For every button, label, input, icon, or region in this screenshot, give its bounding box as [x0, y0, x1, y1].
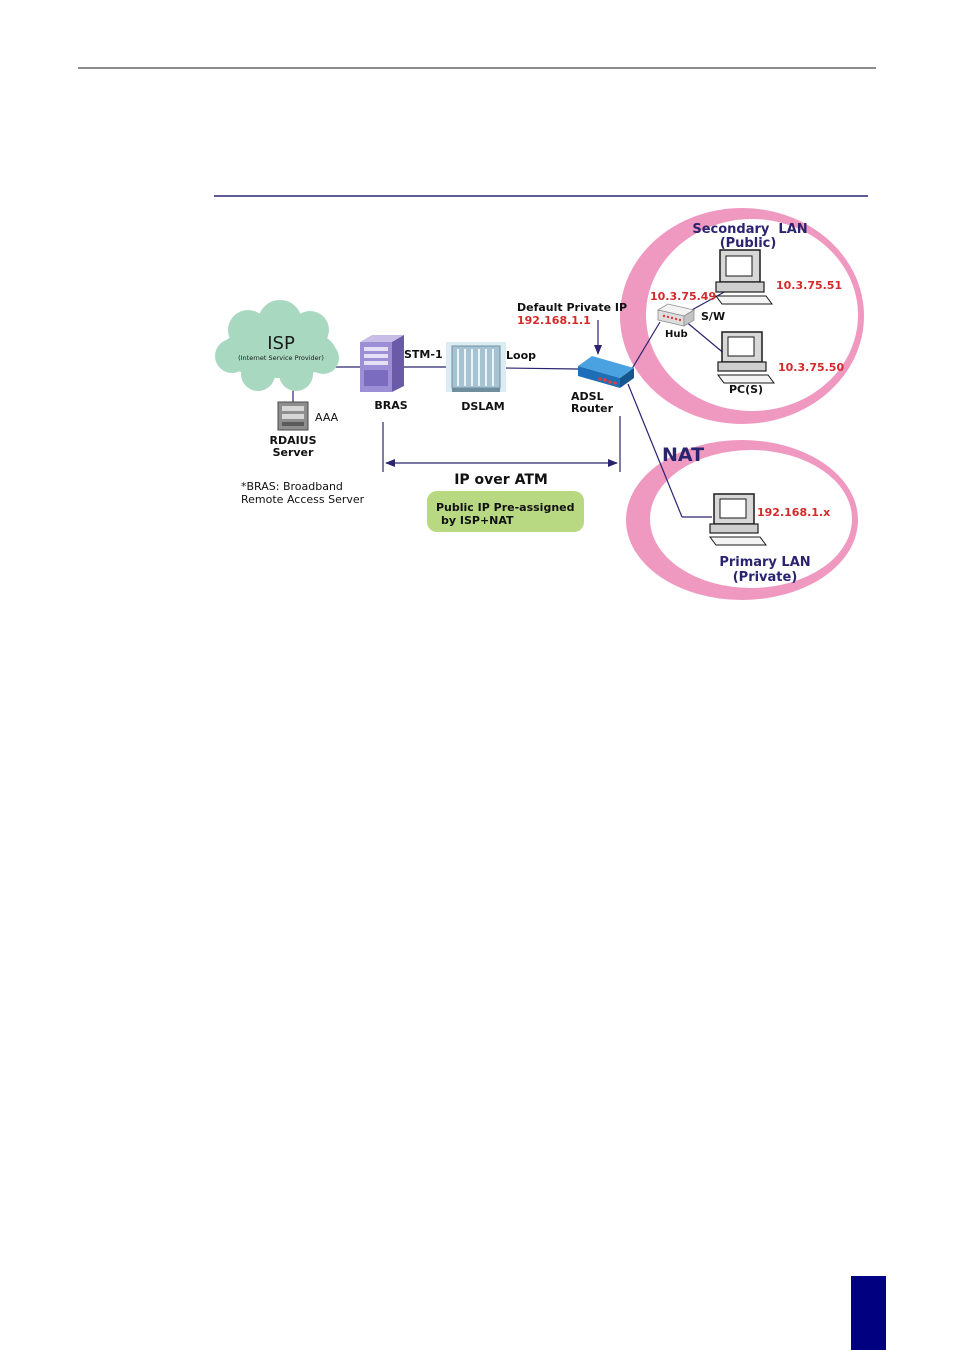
- pc-icon-public-2: [717, 331, 775, 384]
- public-ip-badge-line1: Public IP Pre-assigned: [436, 501, 574, 514]
- bras-footnote-line2: Remote Access Server: [241, 493, 365, 506]
- default-private-ip-value: 192.168.1.1: [517, 314, 591, 327]
- bras-label: BRAS: [374, 399, 407, 412]
- hub-ip-label: 10.3.75.49: [650, 290, 716, 303]
- bras-server-icon: [360, 335, 404, 392]
- radius-label-line2: Server: [273, 446, 314, 459]
- hub-pc1-link: [689, 289, 729, 312]
- isp-subtitle: (Internet Service Provider): [238, 354, 324, 362]
- loop-label: Loop: [506, 349, 536, 362]
- router-primary-link: [627, 383, 683, 518]
- public-ip-badge-bg: [427, 491, 584, 532]
- primary-lan-subtitle: (Private): [733, 570, 798, 585]
- adsl-label-line2: Router: [571, 402, 614, 415]
- pc1-ip-label: 10.3.75.51: [776, 279, 842, 292]
- isp-cloud: ISP (Internet Service Provider): [215, 300, 339, 391]
- hub-icon: [656, 303, 696, 327]
- router-hub-link: [629, 321, 661, 373]
- bras-footnote-line1: *BRAS: Broadband: [241, 480, 343, 493]
- adsl-label-line1: ADSL: [571, 390, 604, 403]
- ip-over-atm-label: IP over ATM: [454, 472, 548, 488]
- pc-icon-private: [709, 493, 767, 546]
- public-ip-badge-line2: by ISP+NAT: [441, 514, 514, 527]
- dslam-label: DSLAM: [461, 400, 505, 413]
- adsl-router-icon: [578, 356, 634, 388]
- primary-ip-label: 192.168.1.x: [757, 506, 830, 519]
- page-tab-marker: [851, 1276, 886, 1350]
- pc-icon-public-1: [715, 249, 773, 305]
- secondary-lan-title: Secondary LAN: [692, 222, 807, 237]
- aaa-label: AAA: [315, 411, 339, 424]
- switch-label: S/W: [701, 310, 725, 323]
- pc2-ip-label: 10.3.75.50: [778, 361, 844, 374]
- radius-label-line1: RDAIUS: [269, 434, 316, 447]
- stm1-label: STM-1: [404, 348, 443, 361]
- pcs-label: PC(S): [729, 383, 763, 396]
- loop-link: [503, 367, 579, 370]
- nat-label: NAT: [662, 444, 704, 466]
- radius-server-icon: [277, 401, 309, 431]
- dslam-icon: [446, 342, 506, 392]
- primary-lan-title: Primary LAN: [719, 555, 810, 570]
- hub-label: Hub: [665, 329, 688, 340]
- hub-pc2-link: [683, 319, 727, 356]
- secondary-lan-ellipse: [620, 208, 864, 424]
- secondary-lan-subtitle: (Public): [720, 236, 777, 251]
- isp-title: ISP: [267, 333, 295, 354]
- default-private-ip-label: Default Private IP: [517, 301, 627, 314]
